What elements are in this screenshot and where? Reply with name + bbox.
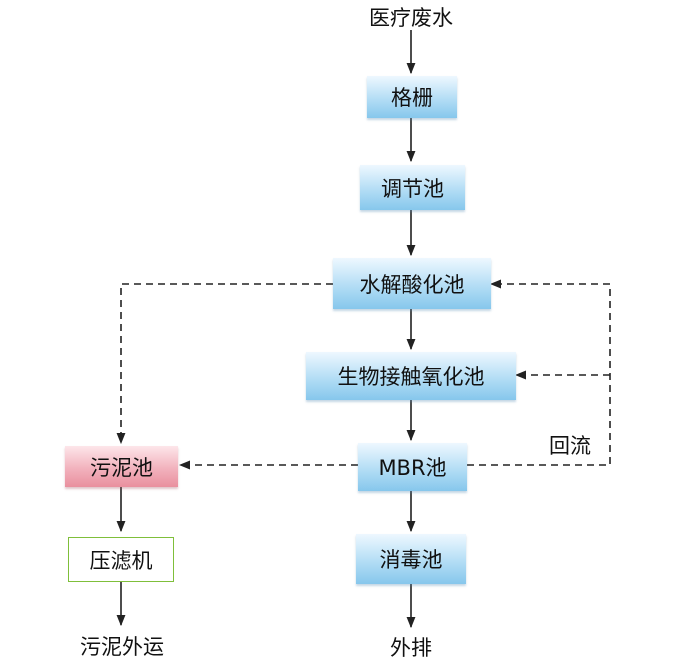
node-biological-contact-oxidation-tank: 生物接触氧化池 (306, 352, 516, 400)
node-grille: 格栅 (367, 76, 457, 118)
node-sludge-transport: 污泥外运 (80, 635, 164, 659)
node-filter-press: 压滤机 (68, 537, 174, 582)
node-discharge: 外排 (390, 636, 432, 660)
reflux-label: 回流 (549, 434, 591, 458)
node-regulating-tank: 调节池 (360, 165, 465, 210)
edge-hydrolysis-to-sludge (116, 283, 333, 445)
node-mbr-tank: MBR池 (358, 443, 467, 491)
node-sludge-tank: 污泥池 (65, 446, 178, 487)
node-disinfection-tank: 消毒池 (356, 534, 466, 584)
node-medical-wastewater: 医疗废水 (369, 6, 453, 30)
node-hydrolysis-acidification-tank: 水解酸化池 (333, 258, 491, 309)
